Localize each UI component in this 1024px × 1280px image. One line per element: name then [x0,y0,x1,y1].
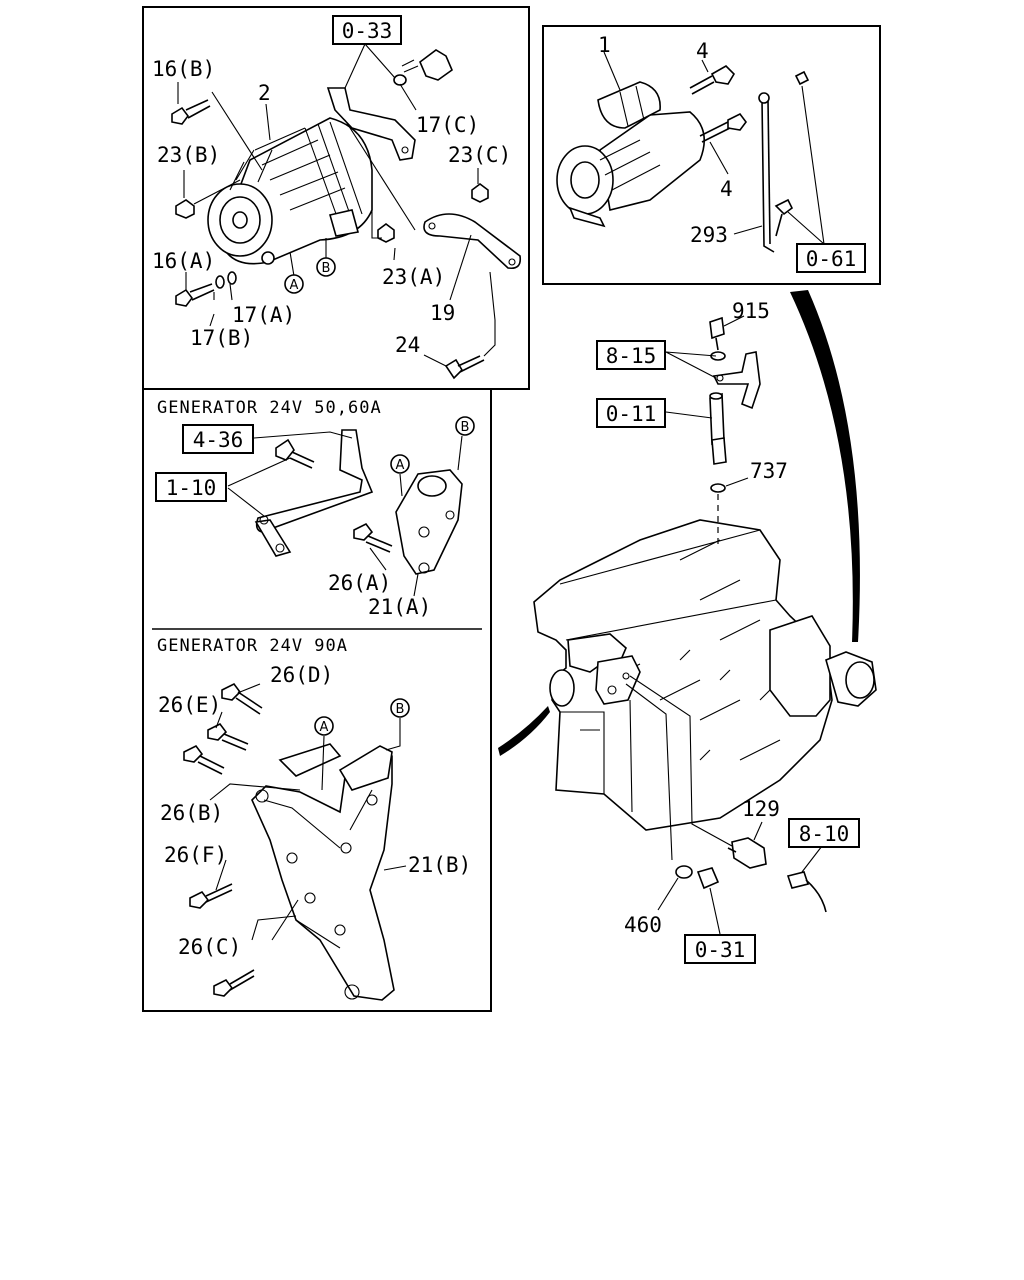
ref-0-31: 0-31 [695,938,746,962]
part-2-label: 2 [258,81,271,105]
marker-b-90a: B [396,702,405,717]
alternator-panel: A B 0-33 16(B) 2 23(B) 17(C) 23(C) 16(A)… [142,6,530,390]
engine-block-area: 8-15 0-11 8-10 0-31 915 737 129 460 [498,290,877,964]
pointer-arc-starter [790,290,860,642]
bracket-21a [395,469,463,575]
part-129-label: 129 [742,797,780,821]
ref-1-10: 1-10 [166,476,217,500]
bolt-4-36 [275,438,295,461]
sensor-129 [731,837,767,869]
part-23b-label: 23(B) [157,143,220,167]
pointer-arc-generator [498,706,550,756]
bracket-21b [251,747,395,1001]
part-26f-label: 26(F) [164,843,227,867]
bolt-16a [175,288,193,307]
starter-panel: 0-61 1 4 4 293 [542,25,881,285]
marker-b-50a: B [461,420,470,435]
part-4-upper-label: 4 [696,39,709,63]
bolt-915 [709,316,725,340]
part-16b-label: 16(B) [152,57,215,81]
part-19-label: 19 [430,301,455,325]
part-21a-label: 21(A) [368,595,431,619]
o-ring-460 [675,865,693,879]
marker-a: A [290,278,299,293]
bolt-26f [189,890,210,909]
ref-0-61: 0-61 [806,247,857,271]
bolt-4-upper [710,65,736,85]
part-24-label: 24 [395,333,420,357]
marker-a-90a: A [320,720,329,735]
part-23a-label: 23(A) [382,265,445,289]
bolt-26b [183,744,204,763]
section-title-90a: GENERATOR 24V 90A [157,636,348,656]
drain-plug [696,867,720,890]
part-26c-label: 26(C) [178,935,241,959]
bolt-26d [221,682,242,701]
part-16a-label: 16(A) [152,249,215,273]
bolt-4-lower [727,112,747,131]
part-26b-label: 26(B) [160,801,223,825]
generator-bracket-panel: GENERATOR 24V 50,60A GENERATOR 24V 90A A… [142,388,492,1012]
part-21b-label: 21(B) [408,853,471,877]
part-23c-label: 23(C) [448,143,511,167]
part-26a-label: 26(A) [328,571,391,595]
part-17a-label: 17(A) [232,303,295,327]
bolt-16b [171,106,189,125]
bolt-26e [207,722,228,741]
bolt-24 [444,358,464,380]
ref-0-11: 0-11 [606,402,657,426]
bolt-26c [213,978,234,997]
part-17c-label: 17(C) [416,113,479,137]
ref-8-10: 8-10 [799,822,850,846]
alternator-drawing [207,117,373,265]
part-4-lower-label: 4 [720,177,733,201]
part-915-label: 915 [732,299,770,323]
section-title-50-60a: GENERATOR 24V 50,60A [157,398,382,418]
ref-4-36: 4-36 [193,428,244,452]
marker-a-50a: A [396,458,405,473]
ground-cable-293 [761,99,775,253]
part-293-label: 293 [690,223,728,247]
part-17b-label: 17(B) [190,326,253,350]
part-460-label: 460 [624,913,662,937]
part-1-label: 1 [598,33,611,57]
ref-8-15: 8-15 [606,344,657,368]
engine-block-drawing [533,519,877,831]
bracket-8-15 [712,351,761,410]
marker-b: B [322,261,331,276]
part-737-label: 737 [750,459,788,483]
bolt-17c [419,49,453,81]
part-26e-label: 26(E) [158,693,221,717]
adjust-plate-19 [423,213,522,270]
ref-0-33: 0-33 [342,19,393,43]
starter-motor-drawing [556,81,706,228]
bracket-1-10 [255,429,374,533]
part-26d-label: 26(D) [270,663,333,687]
stud-0-11 [709,392,725,446]
